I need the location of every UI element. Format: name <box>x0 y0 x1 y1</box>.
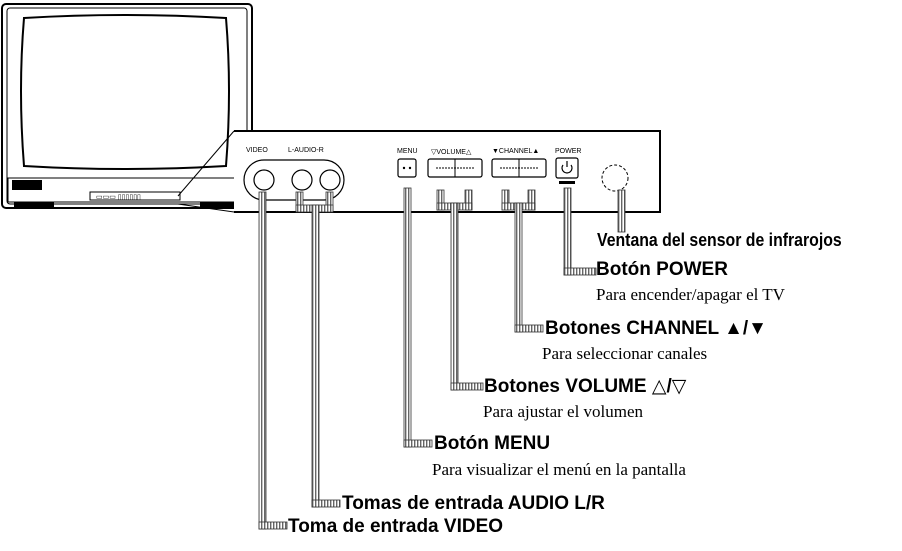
leader-lines <box>258 187 626 530</box>
power-button-drawing <box>555 157 579 179</box>
audio-jack-label: L-AUDIO-R <box>288 147 324 154</box>
video-callout-title: Toma de entrada VIDEO <box>288 516 504 537</box>
menu-button-drawing <box>397 158 417 178</box>
audio-callout-title: Tomas de entrada AUDIO L/R <box>342 493 605 514</box>
menu-callout-desc: Para visualizar el menú en la pantalla <box>432 460 686 479</box>
video-jack <box>253 169 275 191</box>
channel-panel-label: ▼CHANNEL▲ <box>492 148 540 155</box>
volume-callout-desc: Para ajustar el volumen <box>483 402 644 421</box>
menu-callout-title: Botón MENU <box>434 433 551 454</box>
power-panel-label: POWER <box>555 148 582 155</box>
volume-callout-title: Botones VOLUME △/▽ <box>484 376 687 397</box>
sensor-callout-title: Ventana del sensor de infrarojos <box>597 230 842 250</box>
control-panel-enlarged <box>234 130 661 213</box>
audio-l-jack <box>291 169 313 191</box>
menu-panel-label: MENU <box>397 148 418 155</box>
power-callout-title: Botón POWER <box>596 259 728 280</box>
infrared-sensor-window <box>601 164 629 192</box>
svg-text:▭▭▭ ▯▯▯▯▯▯: ▭▭▭ ▯▯▯▯▯▯ <box>96 194 141 201</box>
video-jack-label: VIDEO <box>246 147 268 154</box>
power-callout-desc: Para encender/apagar el TV <box>596 285 785 304</box>
volume-panel-label: ▽VOLUME△ <box>431 149 472 156</box>
tv-set-illustration: ▭▭▭ ▯▯▯▯▯▯ <box>1 3 253 209</box>
channel-callout-title: Botones CHANNEL ▲/▼ <box>545 318 767 339</box>
audio-r-jack <box>319 169 341 191</box>
channel-callout-desc: Para seleccionar canales <box>542 344 708 363</box>
